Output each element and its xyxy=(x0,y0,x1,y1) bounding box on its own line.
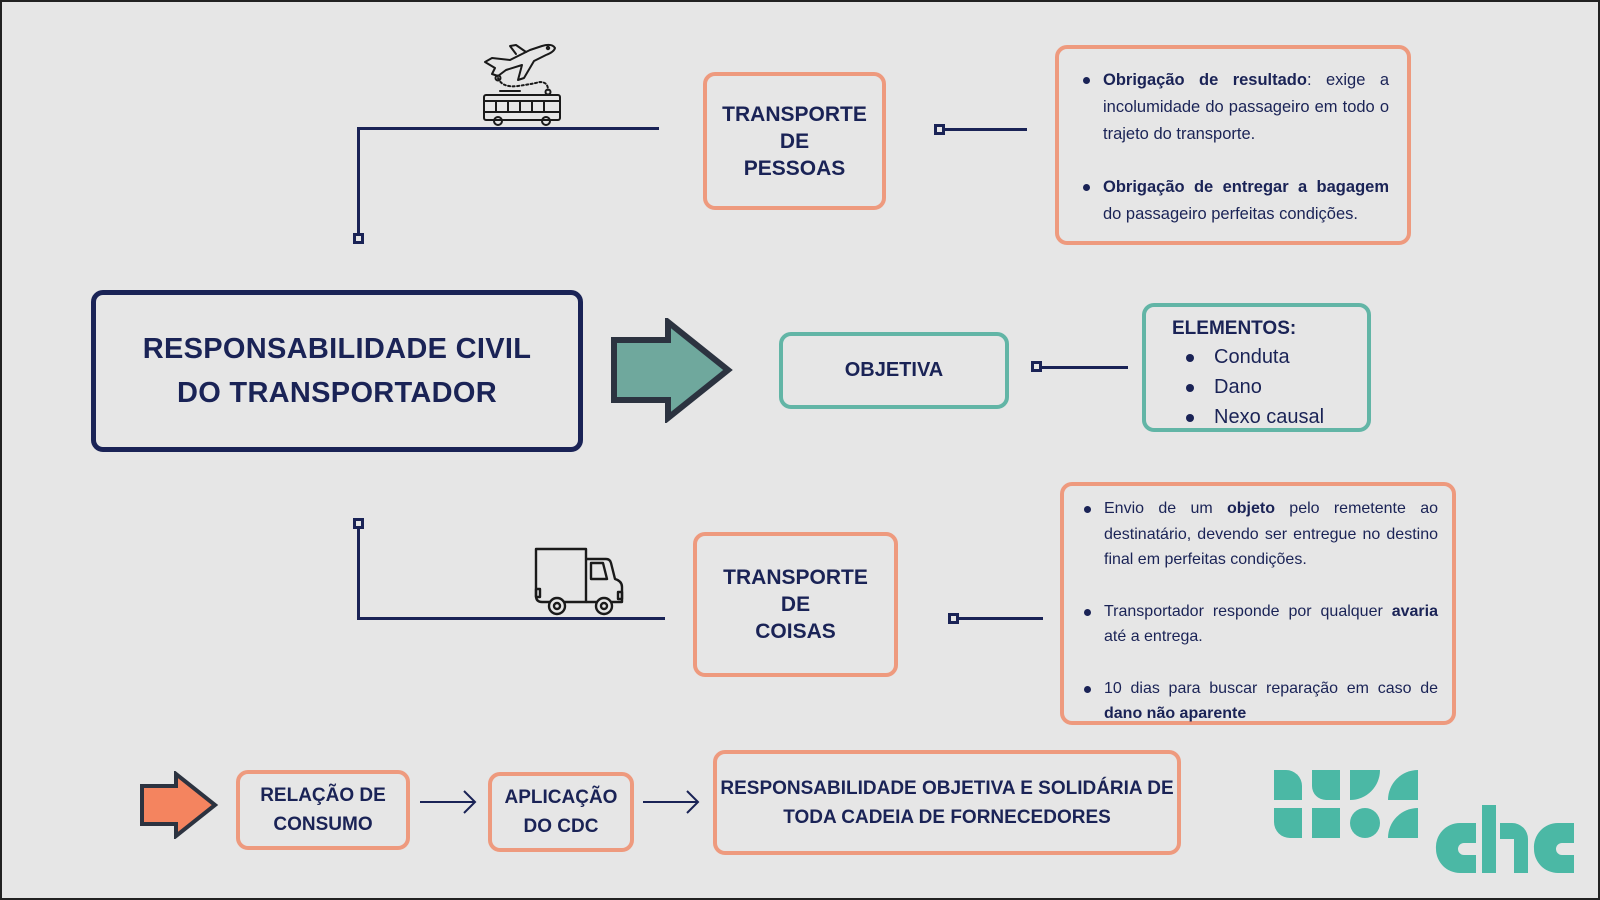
relacao-consumo-box: RELAÇÃO DE CONSUMO xyxy=(236,770,410,850)
connector-pessoas-line xyxy=(944,128,1027,131)
arrow-right-icon xyxy=(643,790,700,814)
responsabilidade-solidaria-line2: TODA CADEIA DE FORNECEDORES xyxy=(783,806,1111,828)
aplicacao-cdc-line1: APLICAÇÃO xyxy=(504,787,618,808)
main-title-box: RESPONSABILIDADE CIVIL DO TRANSPORTADOR xyxy=(91,290,583,452)
logo-mark xyxy=(1274,770,1418,838)
elementos-list: Conduta Dano Nexo causal xyxy=(1172,342,1324,432)
elementos-box: ELEMENTOS: Conduta Dano Nexo causal xyxy=(1142,303,1371,432)
aplicacao-cdc-line2: DO CDC xyxy=(523,816,599,837)
elemento-item: Nexo causal xyxy=(1186,402,1324,432)
elementos-title: ELEMENTOS: xyxy=(1172,318,1297,339)
connector-coisas-node xyxy=(948,613,959,624)
detail-item: 10 dias para buscar reparação em caso de… xyxy=(1084,676,1438,727)
truck-icon xyxy=(534,547,624,616)
elemento-item: Conduta xyxy=(1186,342,1324,372)
logo-wordmark xyxy=(1435,805,1574,873)
transporte-pessoas-line3: PESSOAS xyxy=(743,156,846,180)
elemento-item: Dano xyxy=(1186,372,1324,402)
transporte-pessoas-details: Obrigação de resultado: exige a incolumi… xyxy=(1055,45,1411,245)
connector-bottom-vertical xyxy=(357,528,360,620)
transporte-pessoas-line1: TRANSPORTE xyxy=(722,102,867,126)
connector-top-horizontal xyxy=(357,127,659,130)
connector-objetiva-node xyxy=(1031,361,1042,372)
plane-bus-icon xyxy=(483,43,561,126)
responsabilidade-solidaria-line1: RESPONSABILIDADE OBJETIVA E SOLIDÁRIA DE xyxy=(720,777,1174,799)
detail-item: Envio de um objeto pelo remetente ao des… xyxy=(1084,496,1438,573)
connector-objetiva-line xyxy=(1041,366,1128,369)
transporte-pessoas-box: TRANSPORTE DE PESSOAS xyxy=(703,72,886,210)
connector-coisas-line xyxy=(958,617,1043,620)
orange-arrow-icon xyxy=(140,771,219,839)
transporte-coisas-line2: DE xyxy=(780,593,811,616)
detail-item: Obrigação de entregar a bagagem do passa… xyxy=(1083,174,1389,228)
objetiva-box: OBJETIVA xyxy=(779,332,1009,409)
transporte-coisas-box: TRANSPORTE DE COISAS xyxy=(693,532,898,677)
relacao-consumo-line1: RELAÇÃO DE xyxy=(260,785,386,806)
teal-arrow-icon xyxy=(611,318,733,423)
transporte-coisas-details: Envio de um objeto pelo remetente ao des… xyxy=(1060,482,1456,725)
connector-bottom-horizontal xyxy=(357,617,665,620)
main-title-line2: DO TRANSPORTADOR xyxy=(176,377,498,409)
transporte-coisas-line1: TRANSPORTE xyxy=(723,566,868,589)
relacao-consumo-line2: CONSUMO xyxy=(273,814,373,835)
arrow-right-icon xyxy=(420,790,477,814)
connector-bottom-node xyxy=(353,518,364,529)
connector-top-node xyxy=(353,233,364,244)
connector-top-vertical xyxy=(357,127,360,235)
transporte-pessoas-line2: DE xyxy=(779,129,810,153)
responsabilidade-solidaria-box: RESPONSABILIDADE OBJETIVA E SOLIDÁRIA DE… xyxy=(713,750,1181,855)
connector-pessoas-node xyxy=(934,124,945,135)
detail-item: Transportador responde por qualquer avar… xyxy=(1084,599,1438,650)
objetiva-label: OBJETIVA xyxy=(844,359,944,381)
transporte-coisas-line3: COISAS xyxy=(755,620,836,643)
aplicacao-cdc-box: APLICAÇÃO DO CDC xyxy=(488,772,634,852)
detail-item: Obrigação de resultado: exige a incolumi… xyxy=(1083,67,1389,148)
main-title-line1: RESPONSABILIDADE CIVIL xyxy=(142,333,532,365)
